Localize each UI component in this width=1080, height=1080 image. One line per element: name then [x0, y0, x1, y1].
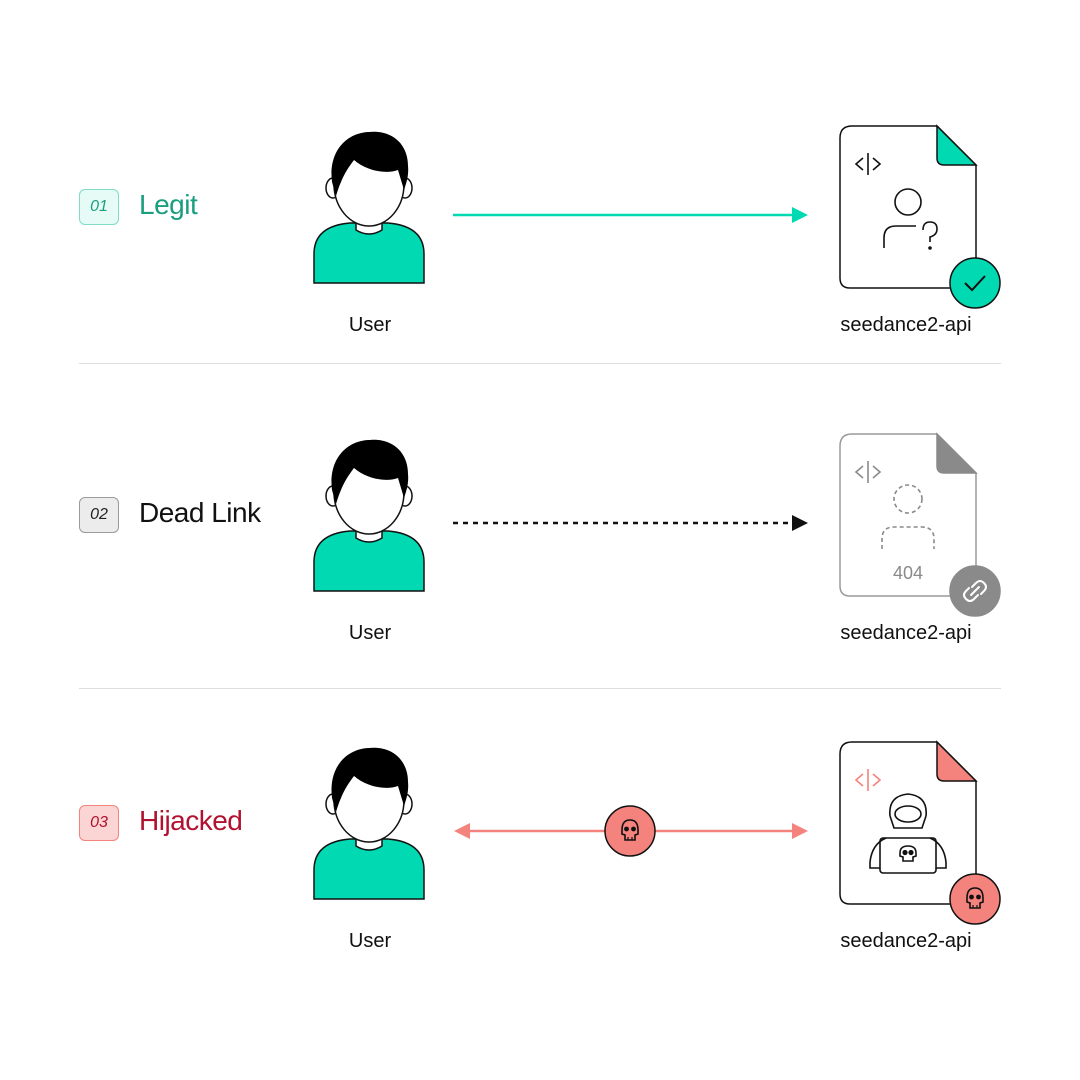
scenario-number-badge: 01	[79, 189, 119, 225]
user-label: User	[348, 622, 392, 644]
package-file	[839, 124, 1001, 309]
package-file	[839, 740, 1001, 925]
skull-icon	[949, 873, 1001, 925]
user-question-icon	[883, 188, 938, 250]
error-code: 404	[893, 563, 923, 583]
skull-icon	[604, 805, 656, 857]
divider	[79, 688, 1001, 689]
scenario-legit: 01 Legit User seedance2-api	[0, 0, 1080, 336]
user-label: User	[348, 930, 392, 952]
missing-user-icon	[881, 484, 935, 549]
scenario-number: 01	[90, 198, 108, 215]
user-avatar-icon	[313, 131, 425, 284]
code-icon	[854, 153, 882, 175]
link-icon	[949, 565, 1001, 617]
double-arrow-with-skull	[454, 805, 808, 857]
scenario-title: Legit	[139, 189, 198, 220]
package-label: seedance2-api	[840, 314, 972, 336]
solid-arrow	[453, 207, 808, 223]
scenario-dead-link: 02 Dead Link User 404	[0, 308, 1080, 644]
check-icon	[949, 257, 1001, 309]
hacker-icon	[869, 793, 947, 874]
dotted-arrow	[453, 515, 808, 531]
package-label: seedance2-api	[840, 622, 972, 644]
user-avatar-icon	[313, 747, 425, 900]
divider	[79, 363, 1001, 364]
user-label: User	[348, 314, 392, 336]
scenario-number: 03	[90, 814, 108, 831]
scenario-title: Dead Link	[139, 497, 261, 528]
package-label: seedance2-api	[840, 930, 972, 952]
scenario-hijacked: 03 Hijacked User	[0, 616, 1080, 952]
package-file: 404	[839, 432, 1001, 617]
user-avatar-icon	[313, 439, 425, 592]
scenario-number: 02	[90, 506, 108, 523]
scenario-number-badge: 02	[79, 497, 119, 533]
code-icon	[854, 461, 882, 483]
scenario-title: Hijacked	[139, 805, 243, 836]
code-icon	[854, 769, 882, 791]
scenario-number-badge: 03	[79, 805, 119, 841]
